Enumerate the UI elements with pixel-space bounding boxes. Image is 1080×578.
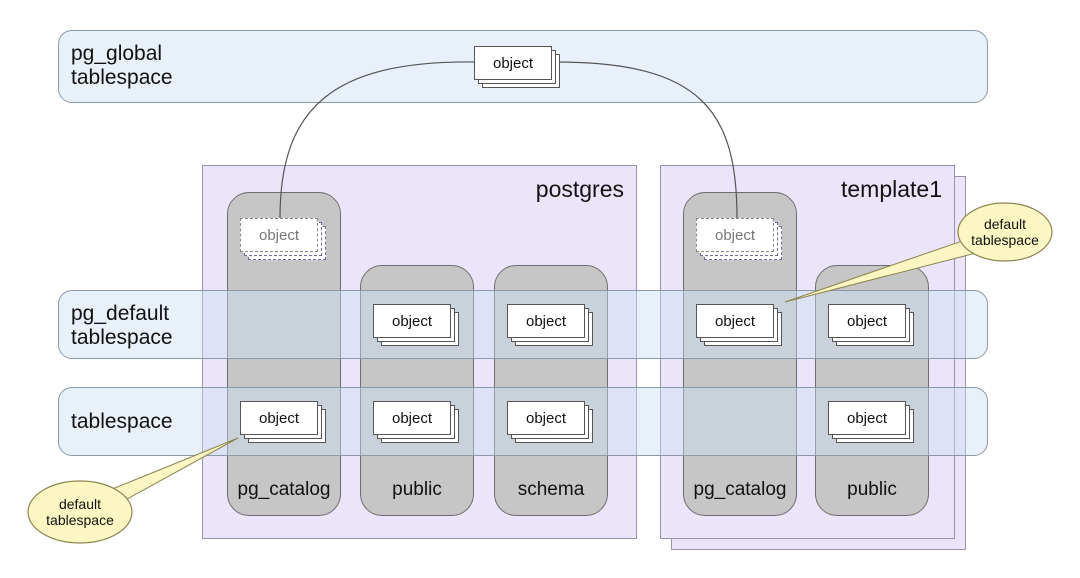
schema-label: public	[847, 479, 897, 500]
object-label: object	[507, 401, 585, 435]
bottom-left-callout-text: default tablespace	[46, 496, 114, 528]
object-label: object	[474, 46, 552, 80]
object-stack: object	[696, 304, 784, 348]
object-label: object	[828, 304, 906, 338]
schema-label: pg_catalog	[237, 479, 331, 500]
object-stack: object	[373, 401, 461, 445]
pg-default-tablespace-label: pg_default tablespace	[71, 302, 173, 349]
schema-label: pg_catalog	[693, 479, 787, 500]
top-right-callout-text: default tablespace	[971, 216, 1039, 248]
object-label: object	[828, 401, 906, 435]
object-label: object	[696, 304, 774, 338]
template1-database-title: template1	[840, 176, 942, 202]
object-stack: object	[507, 401, 595, 445]
ghost-object: object	[240, 218, 328, 262]
object-stack: object	[828, 401, 916, 445]
ghost-object: object	[696, 218, 784, 262]
object-stack: object	[828, 304, 916, 348]
schema-label: public	[392, 479, 442, 500]
global-object: object	[474, 46, 562, 90]
user-tablespace-label: tablespace	[71, 410, 173, 433]
postgres-database-title: postgres	[535, 176, 624, 202]
object-stack: object	[373, 304, 461, 348]
object-label: object	[373, 304, 451, 338]
object-label: object	[696, 218, 774, 252]
object-stack: object	[507, 304, 595, 348]
schema-label: schema	[517, 479, 585, 500]
object-stack: object	[240, 401, 328, 445]
pg-global-tablespace-label: pg_global tablespace	[71, 42, 173, 89]
object-label: object	[507, 304, 585, 338]
object-label: object	[240, 218, 318, 252]
object-label: object	[373, 401, 451, 435]
object-label: object	[240, 401, 318, 435]
